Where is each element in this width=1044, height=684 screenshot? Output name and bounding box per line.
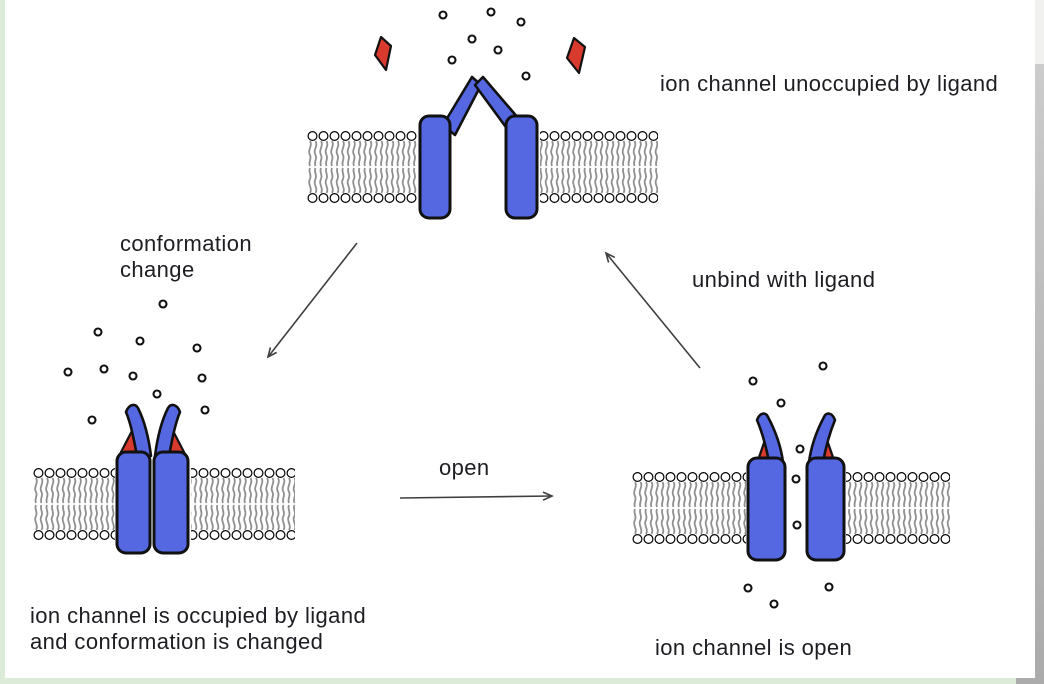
channel-gate-flap-left [755,412,785,464]
ions-group [743,361,834,609]
ligand-shape-left [373,35,393,72]
channel-gate-flap-left [124,403,153,458]
slide-border-left [0,0,5,684]
ligand-shape-right [565,36,587,75]
channel-gate-flap-right [807,412,837,464]
arrow-unbind [604,251,701,369]
label-conformation-change-line2: change [120,257,195,282]
channel-gate-flap-right [153,403,182,458]
label-conformation-change: conformation change [120,231,252,283]
label-open-transition: open [439,455,490,480]
arrow-open [399,491,554,501]
figure-unoccupied [307,7,658,220]
channel-left-subunit [115,450,152,555]
channel-left-subunit [746,456,787,562]
figure-open [632,361,950,609]
arrow-conformation-change [266,242,358,359]
slide-shadow-corner [1016,678,1044,684]
ions-group [438,7,531,81]
label-occupied-line2: and conformation is changed [30,629,324,654]
label-unbind: unbind with ligand [692,267,876,292]
channel-right-subunit [152,450,190,555]
slide-shadow-right-top [1035,0,1044,64]
label-occupied: ion channel is occupied by ligand and co… [30,603,366,655]
label-unoccupied: ion channel unoccupied by ligand [660,71,999,96]
label-occupied-line1: ion channel is occupied by ligand [30,603,367,628]
channel-right-subunit [805,456,846,562]
label-open-state: ion channel is open [655,635,853,660]
channel-left-subunit [418,114,452,220]
figure-occupied [33,299,295,555]
slide-border-bottom [5,678,1016,684]
label-conformation-change-line1: conformation [120,231,252,256]
ions-group [63,299,210,425]
channel-right-subunit [504,114,539,220]
slide-shadow-right [1035,64,1044,678]
